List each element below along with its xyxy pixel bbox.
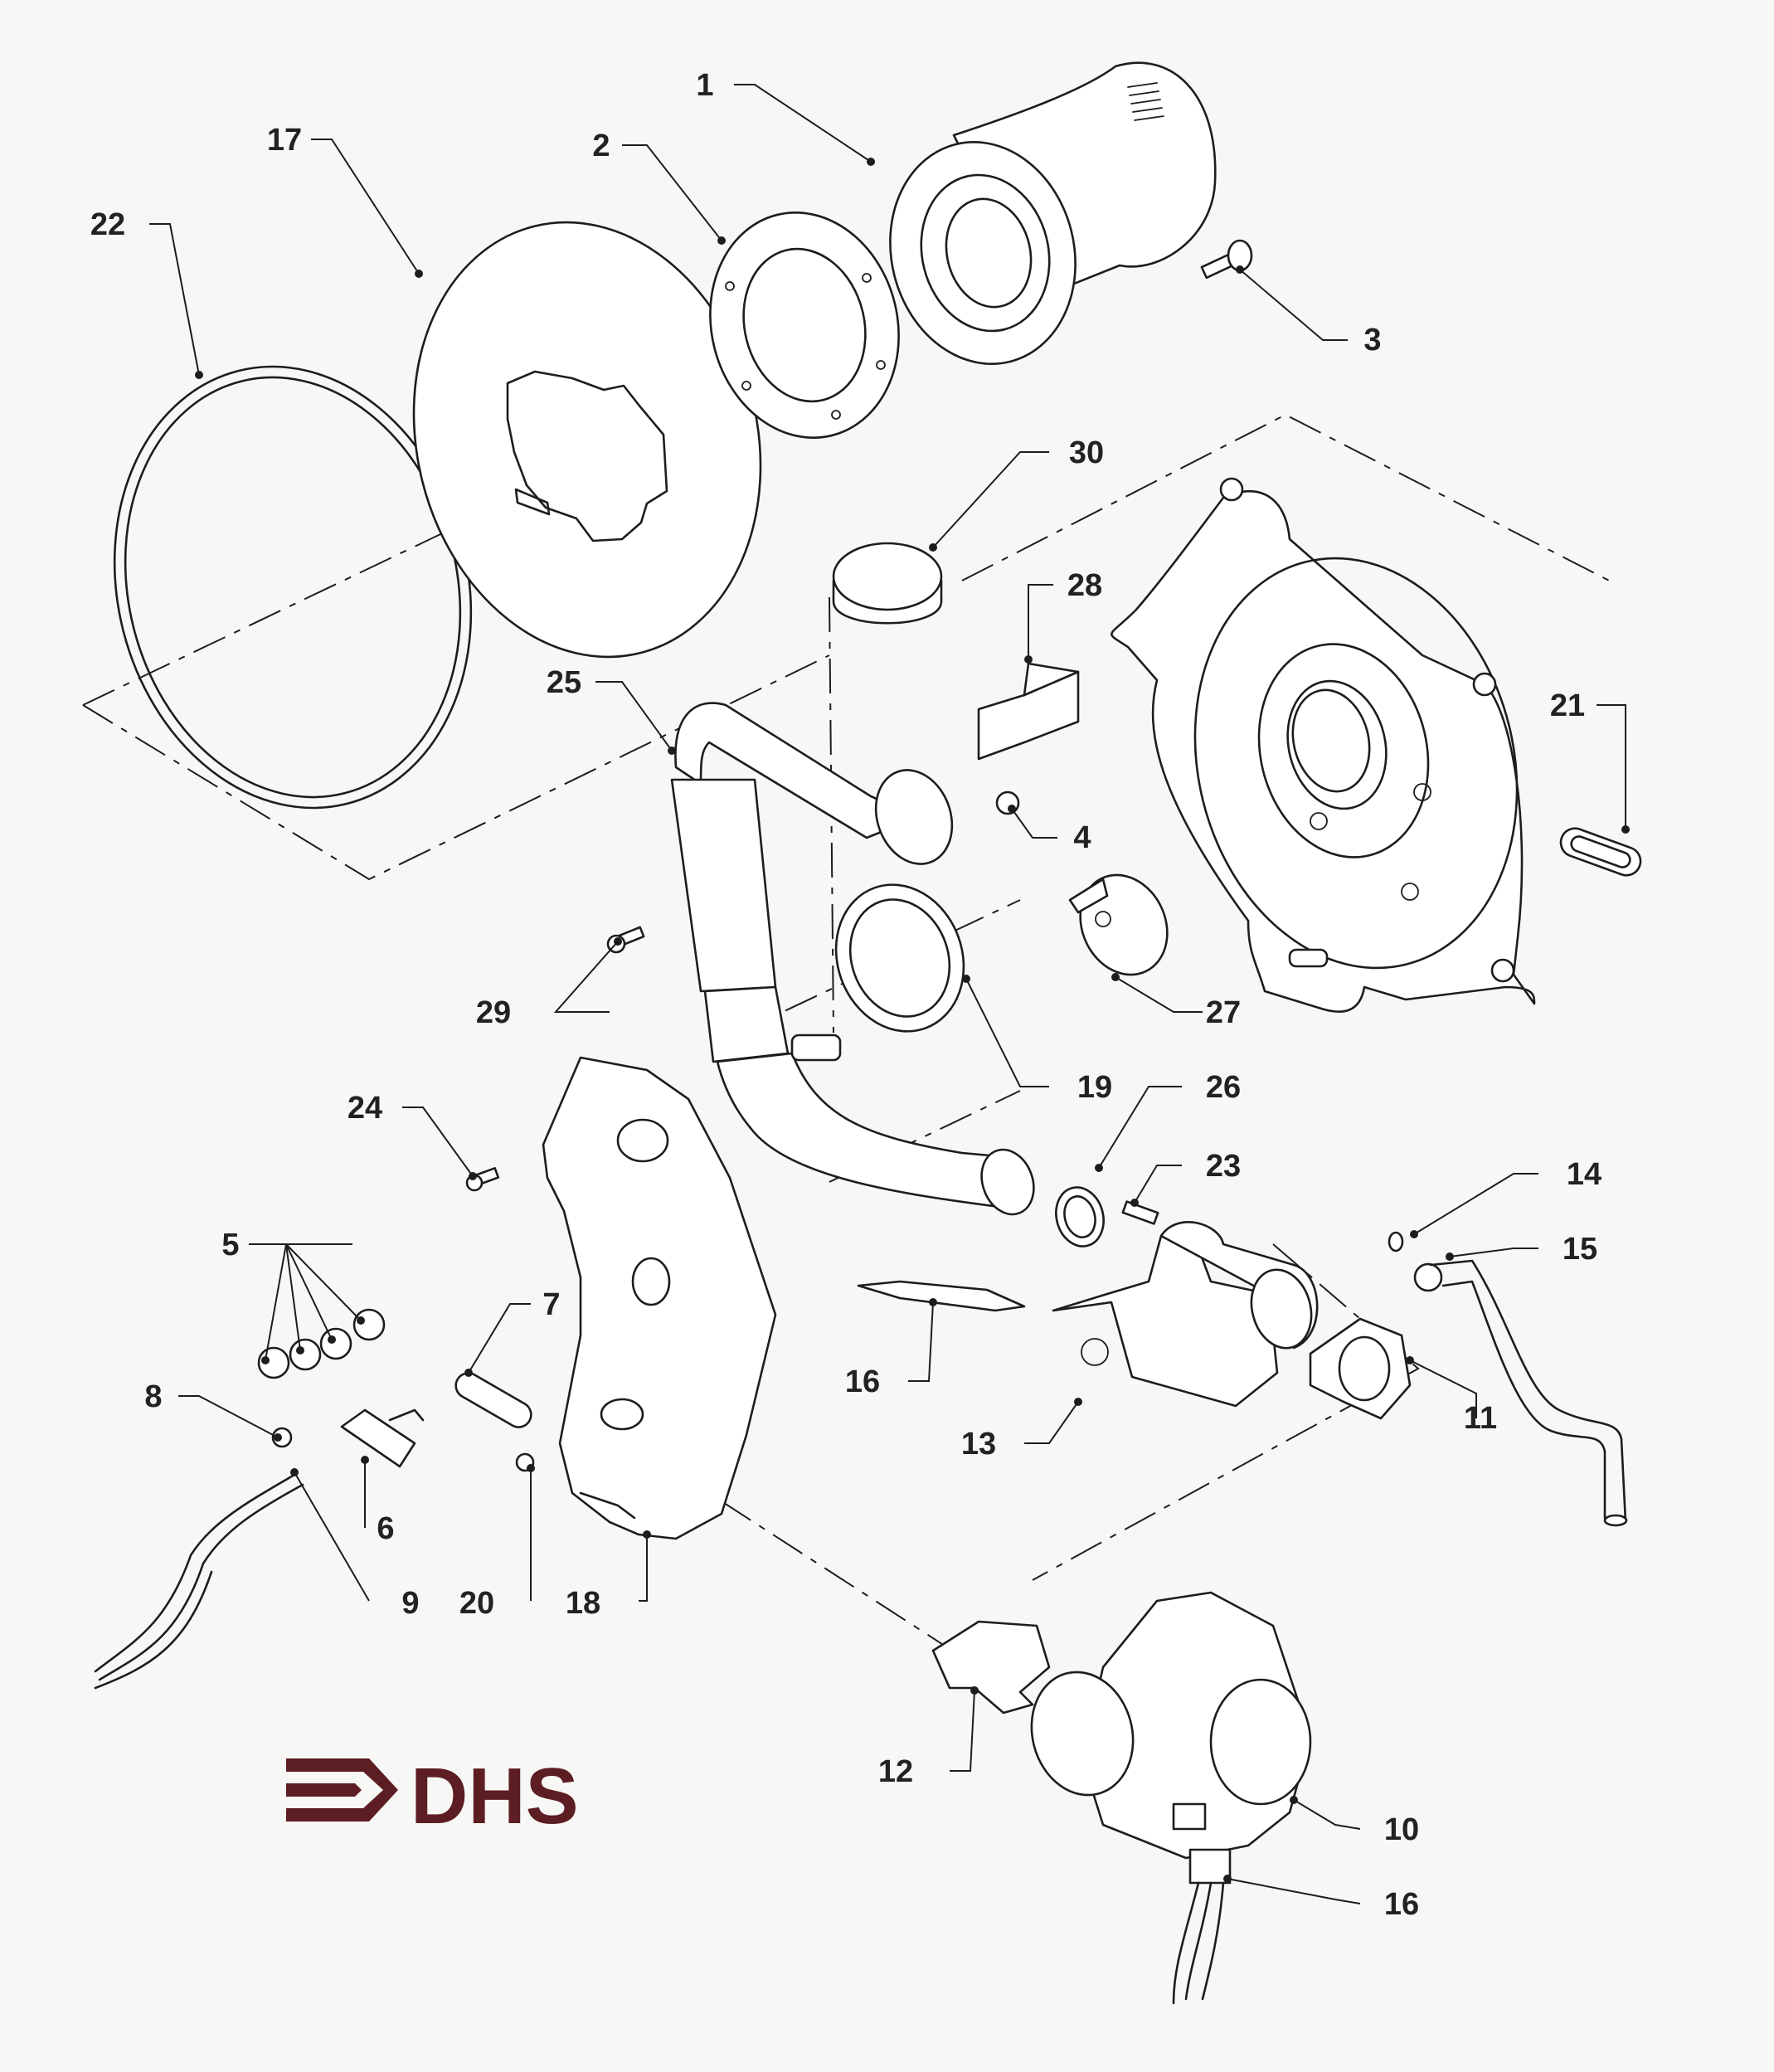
callout-6: 6 [377,1511,394,1546]
callout-16-b: 16 [1384,1887,1419,1922]
callout-13: 13 [961,1427,996,1462]
callout-28: 28 [1067,568,1102,603]
callout-29: 29 [476,995,511,1030]
callout-24: 24 [348,1091,382,1126]
callout-30: 30 [1069,435,1104,470]
part-12-bracket [931,1620,1051,1715]
callout-17: 17 [267,123,302,158]
part-7-gasket [454,1372,532,1428]
callout-22: 22 [90,207,125,242]
callout-7: 7 [542,1287,560,1322]
callout-12: 12 [878,1754,913,1789]
part-21-grommet [1559,827,1642,877]
part-16-connector-cable [1172,1848,1232,2005]
gas-pipe [1429,1259,1628,1527]
leader-lines [149,84,1626,1904]
part-2-gasket [709,212,900,439]
callout-15: 15 [1563,1232,1597,1267]
callout-1: 1 [696,68,713,103]
dhs-logo: DHS [286,1752,579,1841]
callout-9: 9 [401,1586,419,1621]
callout-14: 14 [1567,1157,1601,1192]
callout-16: 16 [845,1364,880,1399]
part-26-o-ring [1055,1186,1105,1248]
part-10-fan [1030,1591,1312,1860]
callout-26: 26 [1206,1070,1241,1105]
callout-4: 4 [1073,820,1091,855]
callout-11: 11 [1464,1401,1497,1436]
part-29-screw [606,926,645,954]
callout-8: 8 [144,1379,162,1414]
part-14-olive [1388,1231,1404,1252]
callout-10: 10 [1384,1812,1419,1847]
part-27-baffle [1068,873,1169,976]
part-16-probe [857,1280,1026,1312]
callout-25: 25 [547,665,581,700]
burner-door-plate [1111,477,1536,1013]
part-23-screw [1121,1200,1159,1225]
callout-21: 21 [1550,688,1585,723]
part-6-electrode [340,1408,425,1468]
part-30-sight-glass [832,542,943,625]
leader-dots [195,158,1630,1883]
assembly-axes [82,348,1618,1685]
callout-20: 20 [459,1586,494,1621]
part-5-seals [257,1308,386,1379]
callout-labels: 1 2 3 4 5 6 7 8 9 10 11 12 13 14 15 16 1… [90,68,1601,1922]
callout-2: 2 [592,129,610,163]
callout-18: 18 [566,1586,600,1621]
part-13-gas-valve [1052,1221,1319,1408]
part-28-bracket [977,662,1080,761]
callout-27: 27 [1206,995,1241,1030]
part-25-burner-pipe [670,702,1035,1216]
part-1-burner-tube [889,61,1217,365]
callout-5: 5 [221,1228,239,1262]
logo-text: DHS [411,1752,579,1841]
part-15-nut [1413,1262,1443,1292]
part-19-gasket [834,883,965,1033]
part-3-screw [1200,239,1253,280]
part-9-lead [94,1473,304,1690]
part-18-casting [542,1056,777,1540]
dhs-logo-mark [286,1758,398,1822]
part-11-flange-gasket [1309,1317,1412,1420]
callout-19: 19 [1077,1070,1112,1105]
callout-3: 3 [1363,323,1381,357]
callout-23: 23 [1206,1149,1241,1184]
